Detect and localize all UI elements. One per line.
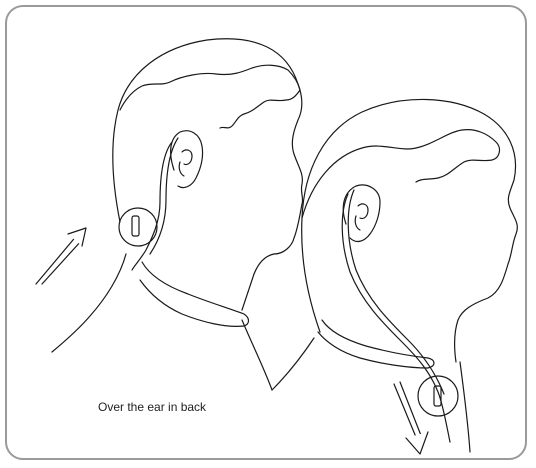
front-figure <box>52 39 303 390</box>
front-front-shoulder <box>242 320 272 390</box>
back-head-outline <box>302 99 518 362</box>
down-arrow <box>394 382 428 454</box>
up-arrow <box>36 228 86 284</box>
caption-text: Over the ear in back <box>98 400 206 414</box>
back-earbud <box>355 204 368 230</box>
back-cable-2 <box>348 190 444 394</box>
front-callout-circle <box>119 208 157 246</box>
front-head-outline <box>113 39 303 310</box>
back-figure <box>272 99 517 452</box>
back-front-shoulder <box>460 362 470 452</box>
back-back-shoulder <box>272 338 314 390</box>
headset-wearing-illustration <box>7 7 527 460</box>
front-earbud <box>179 150 192 176</box>
front-hair <box>120 65 300 128</box>
front-back-shoulder <box>52 254 126 352</box>
front-neck <box>140 262 249 326</box>
diagram-frame: Over the ear in back <box>5 5 527 460</box>
front-ear <box>171 131 203 188</box>
front-clip <box>132 216 139 236</box>
back-neck <box>318 320 434 368</box>
back-hair <box>302 130 499 218</box>
